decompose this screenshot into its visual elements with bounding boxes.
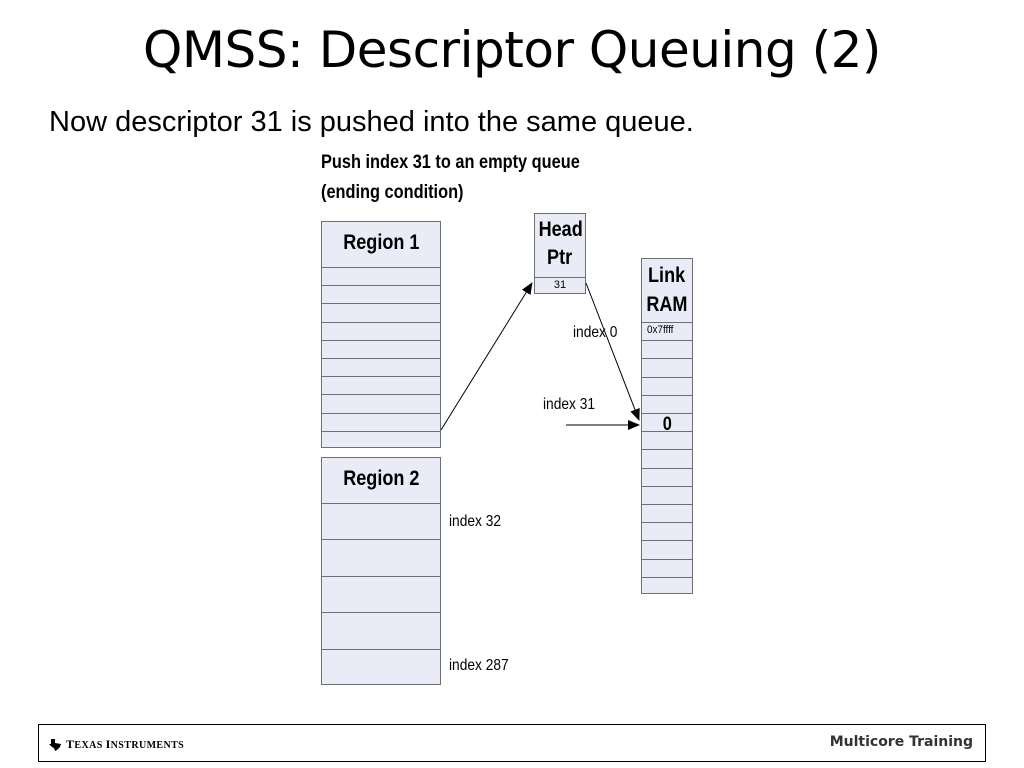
region-2-slot xyxy=(322,612,440,648)
region-2-slot xyxy=(322,648,440,685)
ti-logo: TEXAS INSTRUMENTS xyxy=(49,737,184,752)
region-1-slot xyxy=(322,358,440,376)
link-ram-slot xyxy=(642,558,692,577)
slide-title: QMSS: Descriptor Queuing (2) xyxy=(143,21,881,79)
region-1-block: Region 1 xyxy=(321,221,441,448)
region-1-slot xyxy=(322,376,440,394)
footer-bar: TEXAS INSTRUMENTS Multicore Training xyxy=(38,724,986,762)
region-1-label: Region 1 xyxy=(342,231,420,254)
region-2-block: Region 2 xyxy=(321,457,441,685)
link-ram-slot xyxy=(642,340,692,358)
region-1-slot xyxy=(322,285,440,303)
label-index-32: index 32 xyxy=(449,513,502,530)
label-index-31: index 31 xyxy=(543,396,596,413)
link-ram-slot xyxy=(642,522,692,540)
region-2-slot xyxy=(322,575,440,612)
link-ram-label-line2: RAM xyxy=(646,293,688,316)
head-ptr-label-line2: Ptr xyxy=(547,246,573,269)
link-ram-slot xyxy=(642,376,692,395)
arrow-head-ptr-to-link-ram xyxy=(585,282,640,421)
texas-state-icon xyxy=(49,738,61,751)
link-ram-slot xyxy=(642,394,692,413)
diagram-title-line2: (ending condition) xyxy=(321,182,464,203)
region-1-slot xyxy=(322,303,440,321)
link-ram-slot xyxy=(642,449,692,467)
region-1-slot xyxy=(322,430,440,449)
region-1-slot xyxy=(322,339,440,358)
head-ptr-label-line1: Head xyxy=(538,218,583,241)
slide-subtitle: Now descriptor 31 is pushed into the sam… xyxy=(49,106,694,138)
region-1-slot xyxy=(322,267,440,285)
diagram-title: Push index 31 to an empty queue (ending … xyxy=(321,148,613,208)
link-ram-block: Link RAM 0x7ffff 0 xyxy=(641,258,693,594)
link-ram-slot xyxy=(642,413,692,431)
arrow-region1-to-head-ptr xyxy=(440,282,533,431)
region-1-slot xyxy=(322,412,440,431)
region-1-slot xyxy=(322,394,440,412)
link-ram-slot xyxy=(642,485,692,504)
label-index-287: index 287 xyxy=(449,657,509,674)
link-ram-slot xyxy=(642,467,692,486)
link-ram-slot xyxy=(642,540,692,558)
link-ram-slot xyxy=(642,322,692,340)
region-2-label: Region 2 xyxy=(342,467,420,490)
ti-logo-text: TEXAS INSTRUMENTS xyxy=(66,737,185,751)
diagram-title-line1: Push index 31 to an empty queue xyxy=(321,152,580,173)
link-ram-slot xyxy=(642,576,692,595)
region-2-slot xyxy=(322,539,440,575)
region-2-slot xyxy=(322,503,440,539)
link-ram-label-line1: Link xyxy=(648,264,686,287)
link-ram-first-value: 0x7ffff xyxy=(647,324,674,336)
link-ram-slot xyxy=(642,358,692,376)
region-1-slot xyxy=(322,321,440,340)
course-label: Multicore Training xyxy=(829,734,973,750)
link-ram-entry-31-value: 0 xyxy=(662,414,672,435)
head-ptr-value: 31 xyxy=(553,279,567,291)
head-ptr-block: Head Ptr 31 xyxy=(534,213,586,294)
link-ram-slot xyxy=(642,431,692,449)
link-ram-slot xyxy=(642,504,692,522)
